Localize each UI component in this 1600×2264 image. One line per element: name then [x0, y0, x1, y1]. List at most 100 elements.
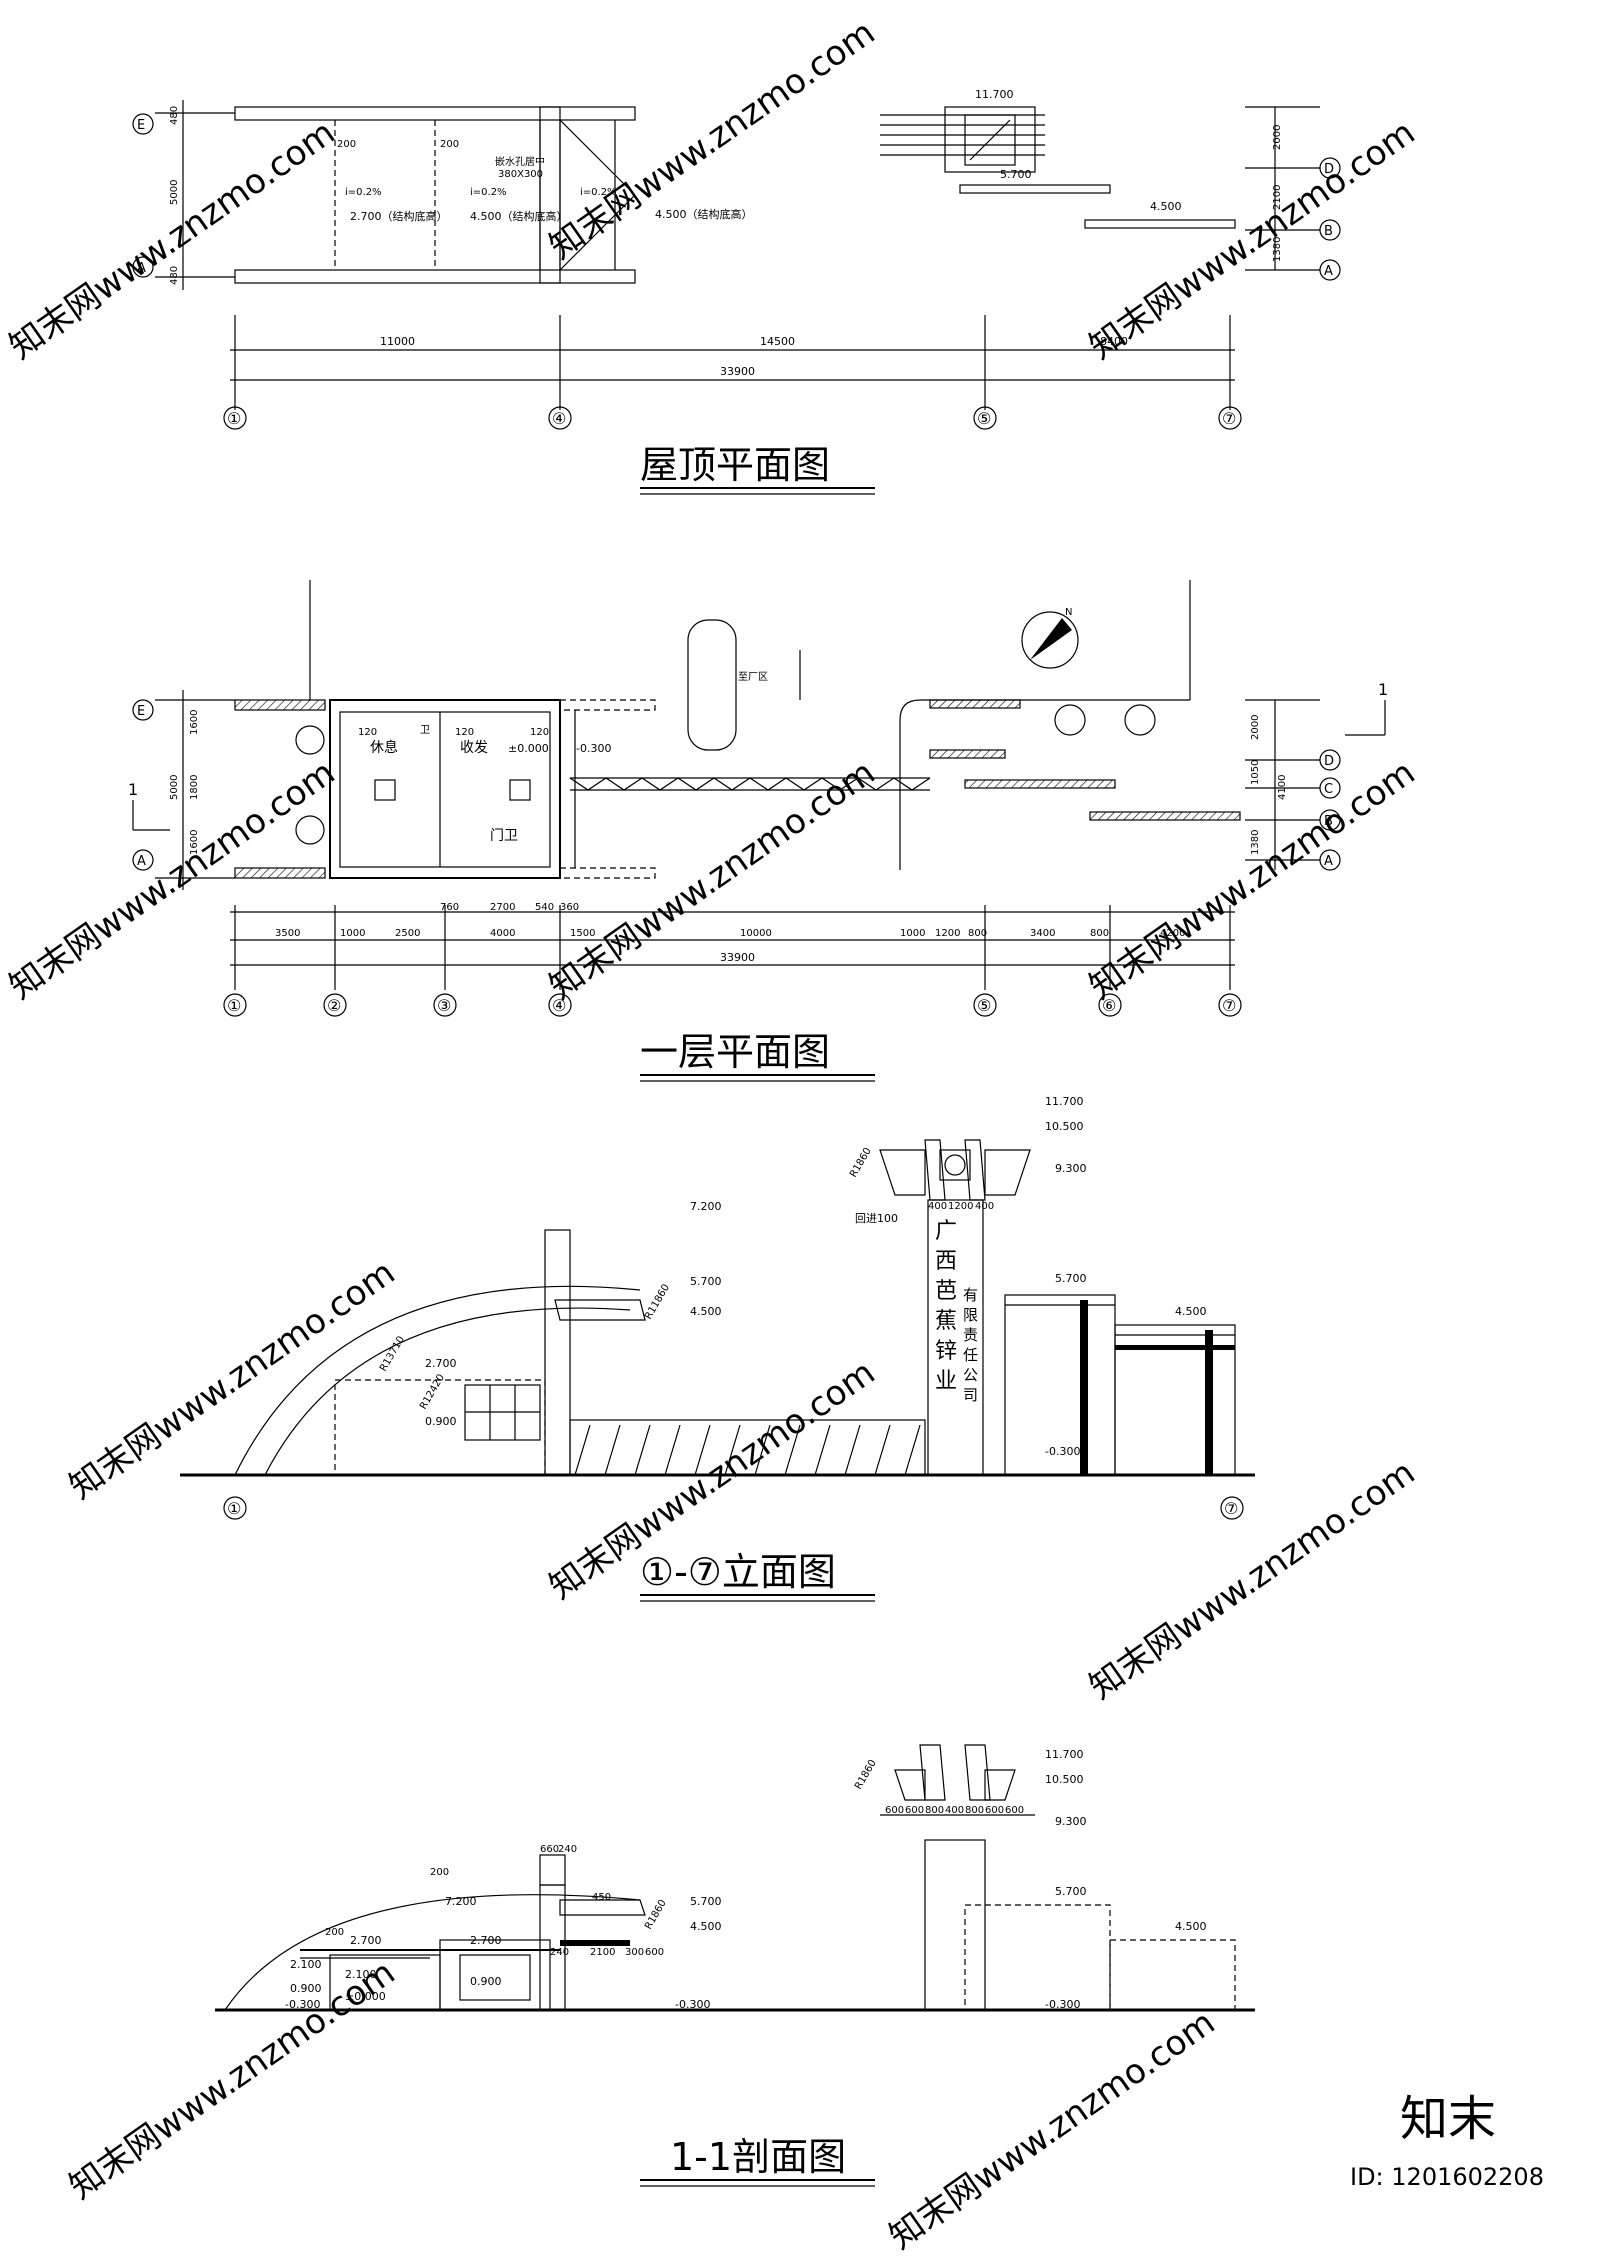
radius-text: R1860: [848, 1146, 874, 1180]
level-text: 11.700: [1045, 1748, 1084, 1761]
dim-text: 400: [945, 1805, 964, 1816]
level-text: 5.700: [690, 1895, 722, 1908]
first-floor-plan-title: 一层平面图: [640, 1030, 830, 1074]
dim-text: 1600: [189, 830, 200, 855]
dim-text: 600: [905, 1805, 924, 1816]
drain-size: 380X300: [498, 169, 543, 180]
section: 7.200 5.700 4.500 2.700 2.100 0.900 2.70…: [215, 1744, 1255, 2187]
radius-text: R12420: [418, 1372, 447, 1411]
axis-marker-a: [132, 256, 154, 278]
level-text: 7.200: [445, 1895, 477, 1908]
axis-marker-e: [132, 113, 154, 135]
axis-label: A: [1324, 264, 1333, 279]
axis-label: E: [137, 704, 145, 719]
dim-text: 600: [645, 1947, 664, 1958]
dim-text: 33900: [720, 365, 755, 378]
sign-char: 芭: [935, 1279, 957, 1304]
level-text: 7.200: [690, 1200, 722, 1213]
level-text: 2.700（结构底高）: [350, 209, 448, 223]
watermark-text: 知末网www.znzmo.com: [882, 2003, 1222, 2258]
dim-text: 4100: [1277, 775, 1288, 800]
guard-house-outline: [329, 699, 561, 879]
sign-tower: [927, 1199, 984, 1476]
watermark-text: 知末网www.znzmo.com: [542, 13, 882, 268]
level-text: 4.500: [690, 1305, 722, 1318]
sign-char: 蕉: [935, 1309, 957, 1334]
dim-text: 450: [592, 1892, 611, 1903]
axis-label: D: [1324, 162, 1334, 177]
level-text: 11.700: [1045, 1095, 1084, 1108]
axis-label: ⑦: [1224, 1499, 1238, 1518]
axis-label: B: [1324, 224, 1333, 239]
level-text: 0.900: [425, 1415, 457, 1428]
brand-stamp: 知末 ID: 1201602208: [1350, 2091, 1544, 2191]
watermark-text: 知末网www.znzmo.com: [1082, 1453, 1422, 1708]
section-title: 1-1剖面图: [670, 2135, 846, 2179]
room-label: 门卫: [490, 828, 518, 844]
axis-label: ⑦: [1222, 996, 1236, 1015]
level-text: 5.700: [1055, 1885, 1087, 1898]
slope-text: i=0.2%: [345, 187, 382, 198]
dim-text: 5000: [169, 180, 180, 205]
sign-char: 锌: [935, 1339, 957, 1364]
sign-char: 司: [963, 1386, 978, 1404]
watermark-text: 知末网www.znzmo.com: [542, 753, 882, 1008]
dim-text: 800: [968, 928, 987, 939]
dim-text: 2700: [490, 902, 515, 913]
dim-text: 200: [430, 1867, 449, 1878]
level-text: 2.100: [290, 1958, 322, 1971]
dim-text: 1500: [570, 928, 595, 939]
axis-label: ③: [437, 996, 451, 1015]
level-text: 9.300: [1055, 1815, 1087, 1828]
level-text: 2.700: [470, 1934, 502, 1947]
dim-text: 2100: [590, 1947, 615, 1958]
dim-text: 2000: [1250, 715, 1261, 740]
dim-text: 14500: [760, 335, 795, 348]
level-text: -0.300: [1045, 1998, 1080, 2011]
level-text: 4.500: [1175, 1920, 1207, 1933]
watermark-text: 知末网www.znzmo.com: [1082, 113, 1422, 368]
dim-text: 800: [1090, 928, 1109, 939]
level-text: ±0.000: [508, 742, 549, 755]
dim-text: 540: [535, 902, 554, 913]
slope-text: i=0.2%: [470, 187, 507, 198]
level-text: 9.300: [1055, 1162, 1087, 1175]
dim-text: 800: [925, 1805, 944, 1816]
room-label: 收发: [460, 740, 488, 756]
level-text: 5.700: [1000, 168, 1032, 181]
level-text: ±0.000: [345, 1990, 386, 2003]
dim-text: 1000: [340, 928, 365, 939]
dim-text: 200: [325, 1927, 344, 1938]
dim-text: 2100: [1272, 185, 1283, 210]
roof-eave-bottom: [234, 269, 636, 284]
level-text: 0.900: [470, 1975, 502, 1988]
level-text: 5.700: [1055, 1272, 1087, 1285]
level-text: -0.300: [675, 1998, 710, 2011]
axis-label: ⑤: [977, 409, 991, 428]
dim-text: 1000: [900, 928, 925, 939]
dim-text: 800: [965, 1805, 984, 1816]
level-text: 10.500: [1045, 1773, 1084, 1786]
section-mark: 1: [128, 780, 138, 799]
level-text: 2.700: [425, 1357, 457, 1370]
radius-text: R1860: [853, 1758, 879, 1792]
dim-text: 1050: [1250, 760, 1261, 785]
dim-text: 4000: [490, 928, 515, 939]
note-text: 回进100: [855, 1212, 898, 1225]
axis-label: D: [1324, 754, 1334, 769]
dim-text: 120: [358, 727, 377, 738]
drain-note: 嵌水孔居中: [495, 155, 545, 168]
image-id: ID: 1201602208: [1350, 2163, 1544, 2191]
level-text: 2.700: [350, 1934, 382, 1947]
axis-label: ④: [552, 996, 566, 1015]
north-arrow-icon: [1021, 611, 1079, 669]
level-text: 5.700: [690, 1275, 722, 1288]
axis-label: A: [1324, 854, 1333, 869]
dim-text: 600: [885, 1805, 904, 1816]
sign-char: 有: [963, 1286, 978, 1304]
dim-text: 1200: [935, 928, 960, 939]
dim-text: 1380: [1272, 237, 1283, 262]
sign-char: 西: [935, 1249, 957, 1274]
brand-logo: 知末: [1400, 2091, 1496, 2147]
